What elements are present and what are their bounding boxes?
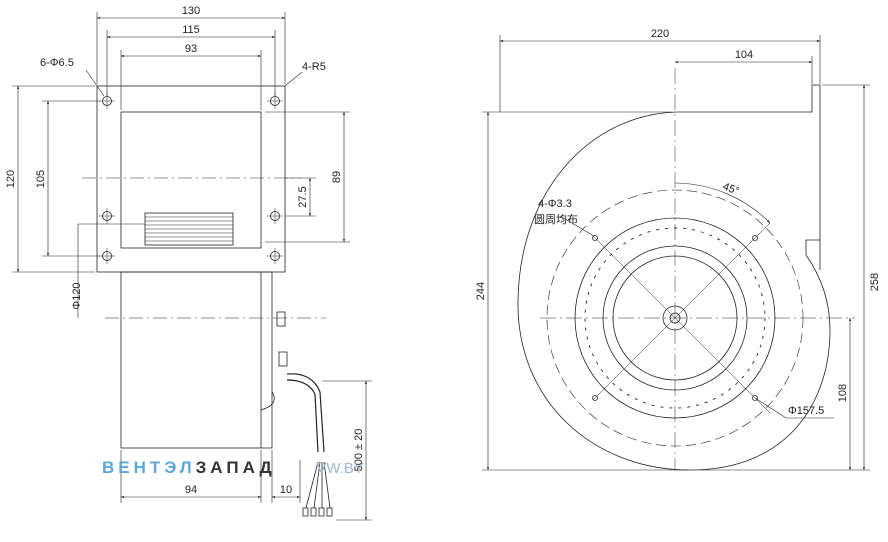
dim-phi120: Φ120	[71, 282, 83, 309]
dim-phi157: Φ157.5	[788, 405, 824, 417]
side-view	[12, 12, 372, 521]
dim-27-5: 27.5	[297, 186, 309, 207]
dim-10: 10	[280, 484, 292, 496]
dim-93: 93	[185, 43, 197, 55]
motor-body	[120, 271, 262, 449]
side-view-labels: 130 115 93 6-Φ6.5 4-R5 120 105 89 27.5 Φ…	[5, 5, 365, 496]
watermark-part-3: VW.BY	[316, 460, 364, 477]
flange-plate	[96, 85, 286, 273]
grille-fins	[145, 216, 233, 242]
cable-wires	[302, 461, 333, 517]
terminal-1	[276, 311, 286, 327]
front-view-labels: 220 104 45° 4-Φ3.3 圆周均布 244 258 108 Φ157…	[475, 28, 881, 417]
dim-pcd-note: 圆周均布	[534, 213, 578, 226]
dim-94: 94	[185, 484, 197, 496]
scroll-housing	[517, 85, 831, 471]
dim-pcd-holes: 4-Φ3.3	[538, 198, 572, 210]
dim-244: 244	[475, 282, 487, 300]
dim-radius: 4-R5	[302, 61, 326, 73]
housing-body	[120, 111, 262, 249]
dim-115: 115	[182, 24, 200, 36]
cable	[286, 373, 325, 453]
dim-108: 108	[837, 384, 849, 402]
motor-side	[261, 271, 273, 449]
dim-220: 220	[651, 28, 669, 40]
dim-258: 258	[869, 273, 881, 291]
angle-arc	[674, 182, 771, 224]
cable-clip	[260, 391, 275, 411]
dim-105: 105	[35, 170, 47, 188]
dim-130: 130	[182, 5, 200, 17]
dim-104: 104	[735, 49, 753, 61]
pcd-holes	[592, 235, 758, 401]
dim-120: 120	[5, 170, 17, 188]
watermark-part-1: ВЕНТЭЛ	[102, 458, 196, 477]
dim-89: 89	[331, 171, 343, 183]
watermark: ВЕНТЭЛЗАПАД VW.BY	[102, 458, 364, 478]
dim-cable-length: 500 ± 20	[353, 429, 365, 472]
terminal-2	[278, 351, 288, 367]
watermark-part-2: ЗАПАД	[195, 458, 276, 477]
dim-hole-count: 6-Φ6.5	[40, 57, 74, 69]
dim-angle: 45°	[721, 181, 741, 198]
front-view	[482, 35, 870, 471]
mounting-holes	[102, 96, 280, 261]
